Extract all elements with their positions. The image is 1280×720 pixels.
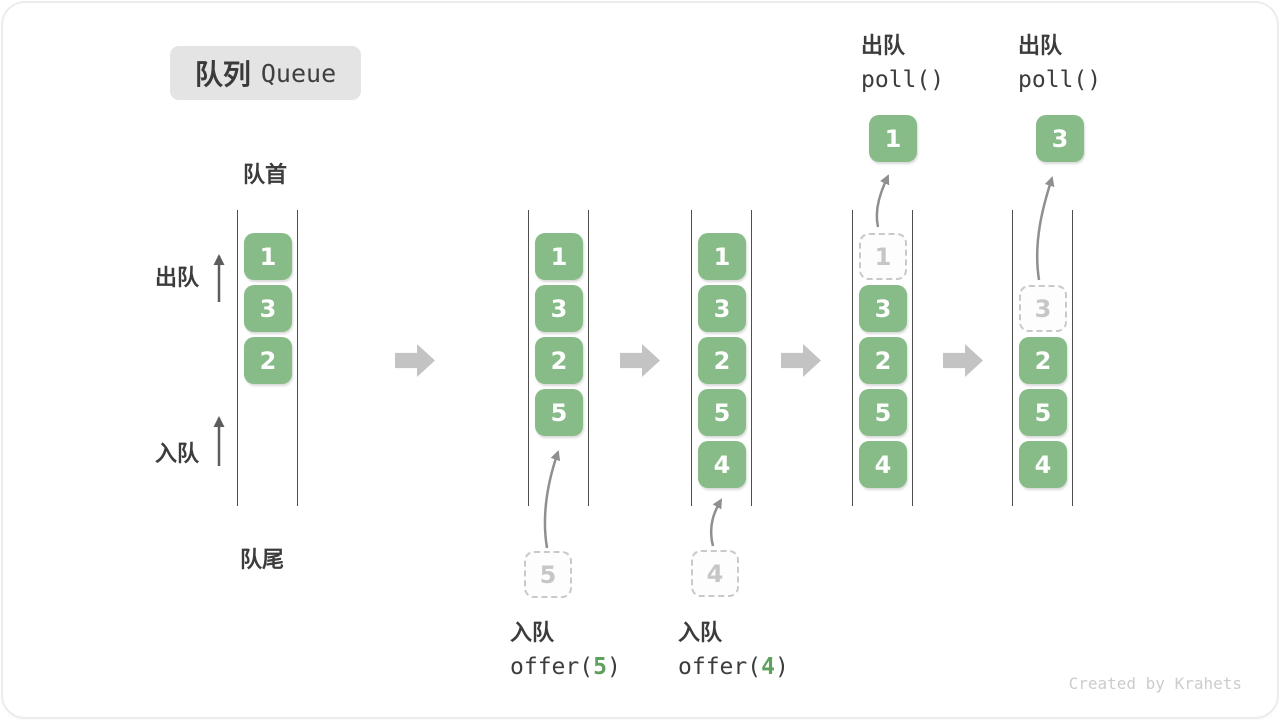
queue-cell: 3 xyxy=(859,285,907,332)
op-label-enqueue-4: 入队 offer(4) xyxy=(678,615,789,685)
queue-cell: 5 xyxy=(1019,389,1067,436)
queue-cell: 4 xyxy=(859,441,907,488)
op-label-enqueue-5: 入队 offer(5) xyxy=(510,615,621,685)
watermark: Created by Krahets xyxy=(1068,674,1242,693)
queue-cell: 2 xyxy=(244,337,292,384)
op-dequeue-code: poll() xyxy=(861,67,945,93)
title-zh: 队列 xyxy=(194,59,251,90)
queue-cell: 3 xyxy=(244,285,292,332)
queue-cell: 1 xyxy=(698,233,746,280)
op-dequeue-text: 出队 xyxy=(861,33,906,58)
label-dequeue-side: 出队 xyxy=(155,265,200,290)
queue-state-4: 1 3 2 5 4 xyxy=(852,210,913,506)
title-box: 队列 Queue xyxy=(170,46,361,100)
queue-cell: 2 xyxy=(859,337,907,384)
removed-cell: 3 xyxy=(1019,285,1067,332)
dequeued-cell: 3 xyxy=(1036,115,1084,162)
queue-cell: 5 xyxy=(698,389,746,436)
queue-state-3: 1 3 2 5 4 xyxy=(691,210,752,506)
queue-cell: 1 xyxy=(535,233,583,280)
queue-state-5: 3 2 5 4 xyxy=(1012,210,1073,506)
op-enqueue-text: 入队 xyxy=(678,620,723,645)
label-queue-front: 队首 xyxy=(243,162,288,187)
label-queue-rear: 队尾 xyxy=(240,547,285,572)
queue-cell: 2 xyxy=(698,337,746,384)
op-enqueue-code: offer(4) xyxy=(678,654,789,680)
queue-cell: 3 xyxy=(535,285,583,332)
dequeued-cell: 1 xyxy=(869,115,917,162)
queue-cell: 3 xyxy=(698,285,746,332)
queue-cell: 4 xyxy=(1019,441,1067,488)
op-dequeue-code: poll() xyxy=(1018,67,1102,93)
incoming-cell: 5 xyxy=(524,551,572,598)
op-enqueue-text: 入队 xyxy=(510,620,555,645)
queue-cell: 1 xyxy=(244,233,292,280)
title-en: Queue xyxy=(260,58,337,88)
incoming-cell: 4 xyxy=(691,550,739,597)
op-arg: 5 xyxy=(593,654,607,680)
queue-cell: 2 xyxy=(1019,337,1067,384)
queue-state-2: 1 3 2 5 xyxy=(528,210,589,506)
removed-cell: 1 xyxy=(859,233,907,280)
op-dequeue-text: 出队 xyxy=(1018,33,1063,58)
queue-cell: 2 xyxy=(535,337,583,384)
op-enqueue-code: offer(5) xyxy=(510,654,621,680)
queue-cell: 5 xyxy=(535,389,583,436)
label-enqueue-side: 入队 xyxy=(155,441,200,466)
op-arg: 4 xyxy=(761,654,775,680)
op-label-dequeue-1: 出队 poll() xyxy=(861,28,944,98)
queue-cell: 4 xyxy=(698,441,746,488)
queue-state-1: 1 3 2 xyxy=(237,210,298,506)
queue-cell: 5 xyxy=(859,389,907,436)
op-label-dequeue-3: 出队 poll() xyxy=(1018,28,1101,98)
